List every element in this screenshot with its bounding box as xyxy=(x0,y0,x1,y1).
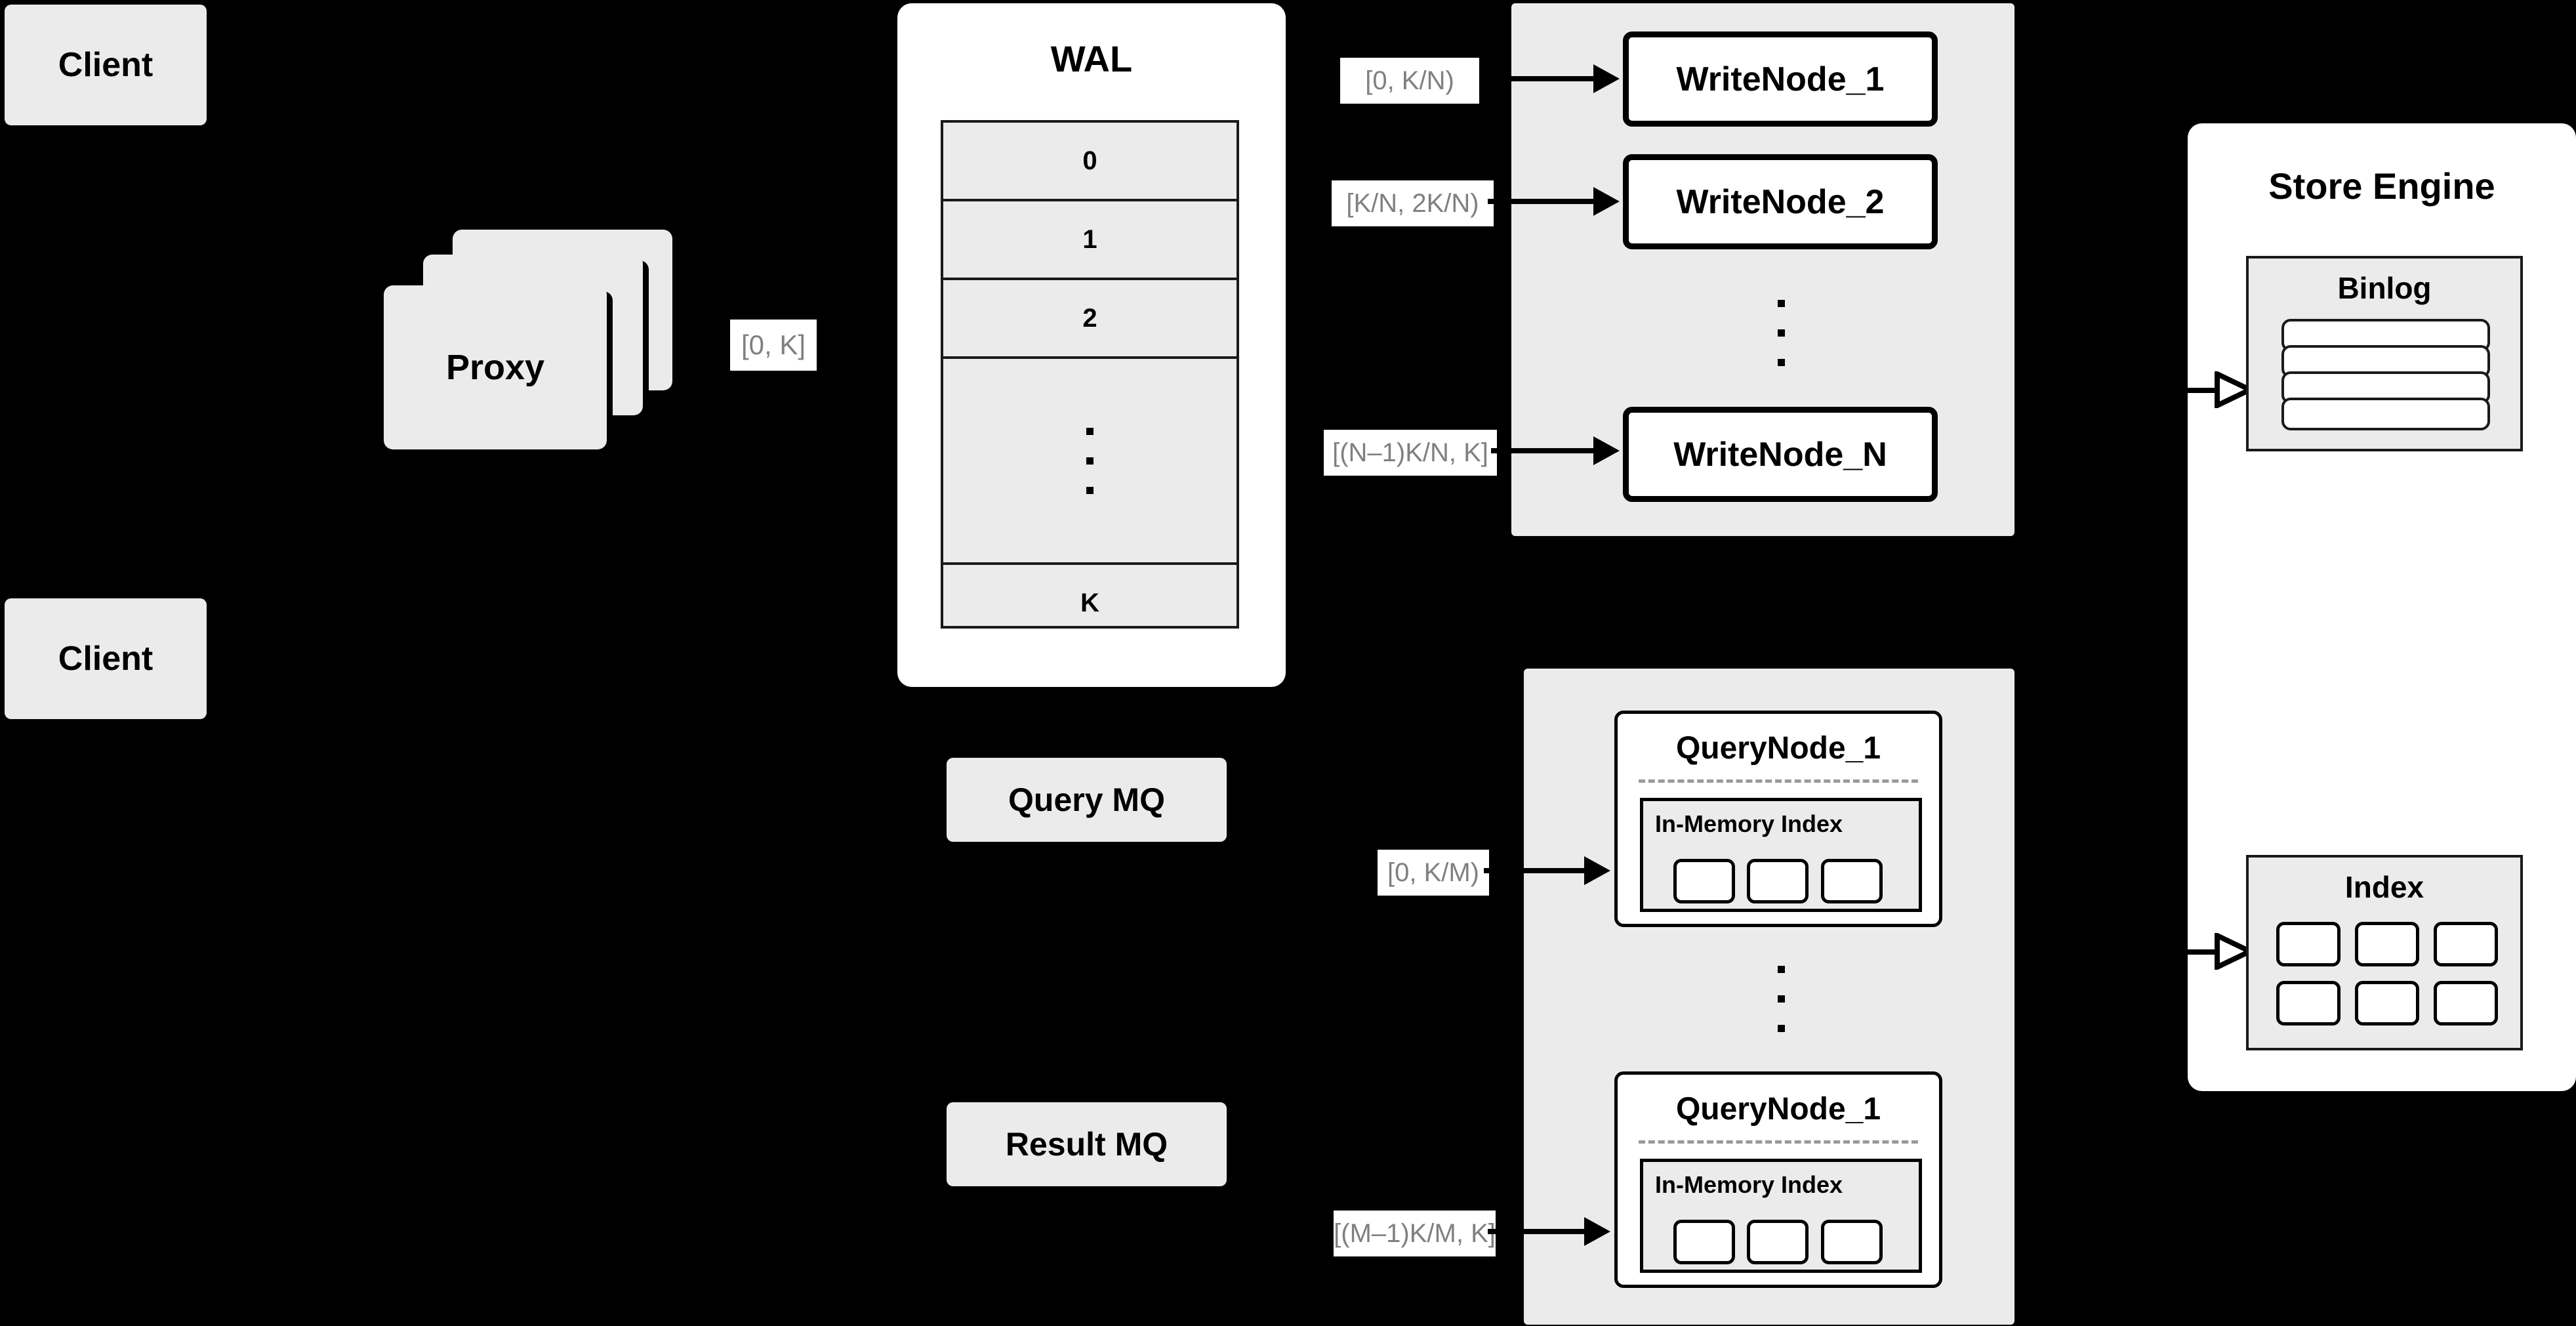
query-node-2-arrow-line xyxy=(1488,1229,1585,1234)
wal-row: 2 xyxy=(943,280,1237,359)
query-node-2-label: QueryNode_1 xyxy=(1675,1092,1881,1127)
write-node-1-label: WriteNode_1 xyxy=(1676,60,1885,98)
index-title: Index xyxy=(2344,870,2424,904)
write-node-2-arrow-head xyxy=(1593,187,1620,216)
wal-row: K xyxy=(1080,589,1099,617)
client-label-2: Client xyxy=(58,639,153,678)
query-node-2: QueryNode_1 In-Memory Index xyxy=(1614,1071,1942,1288)
write-node-2-range-label: [K/N, 2K/N) xyxy=(1332,180,1494,226)
query-node-1: QueryNode_1 In-Memory Index xyxy=(1614,711,1942,927)
proxy-label: Proxy xyxy=(445,347,545,387)
write-node-n-arrow-head xyxy=(1593,436,1620,465)
write-node-2-label: WriteNode_2 xyxy=(1676,182,1885,221)
write-node-n-arrow-line xyxy=(1491,448,1595,453)
query-node-1-arrow-head xyxy=(1584,856,1610,885)
proxy-out-range-label: [0, K] xyxy=(730,320,817,371)
binlog-title: Binlog xyxy=(2337,271,2432,305)
proxy-card-front: Proxy xyxy=(384,285,607,449)
write-node-n: WriteNode_N xyxy=(1623,407,1938,502)
query-node-2-in-memory-index-title: In-Memory Index xyxy=(1655,1171,1843,1198)
query-node-2-arrow-head xyxy=(1584,1217,1610,1246)
store-index-cell xyxy=(2434,922,2498,966)
write-node-1-range-label: [0, K/N) xyxy=(1340,58,1479,104)
write-node-1-arrow-line xyxy=(1480,76,1595,81)
result-mq-label: Result MQ xyxy=(1005,1125,1168,1163)
write-cluster-ellipsis xyxy=(1742,272,1820,394)
client-label-1: Client xyxy=(58,45,153,84)
wal-title: WAL xyxy=(1050,37,1133,79)
store-index-cell xyxy=(2434,981,2498,1026)
binlog-arrow-line xyxy=(2184,388,2218,393)
binlog-arrow-head xyxy=(2215,371,2253,408)
wal-row-ellipsis xyxy=(943,359,1237,565)
index-cell xyxy=(1821,1220,1883,1264)
query-node-2-divider xyxy=(1639,1140,1918,1144)
write-node-1: WriteNode_1 xyxy=(1623,31,1938,127)
result-mq-box: Result MQ xyxy=(947,1102,1227,1186)
index-cell xyxy=(1821,859,1883,903)
store-index-cell xyxy=(2355,981,2419,1026)
client-box-1: Client xyxy=(5,5,207,125)
query-node-1-range-label: [0, K/M) xyxy=(1378,850,1489,896)
index-cell xyxy=(1747,1220,1809,1264)
query-mq-label: Query MQ xyxy=(1008,781,1165,818)
index-cell xyxy=(1673,1220,1735,1264)
wal-row: 1 xyxy=(943,201,1237,280)
index-panel: Index xyxy=(2246,855,2523,1050)
index-cell xyxy=(1673,859,1735,903)
write-node-2: WriteNode_2 xyxy=(1623,154,1938,249)
write-node-n-label: WriteNode_N xyxy=(1673,435,1887,474)
query-node-1-divider xyxy=(1639,779,1918,783)
store-index-cell xyxy=(2276,922,2341,966)
index-arrow-head xyxy=(2215,933,2253,970)
wal-table: 0 1 2 K xyxy=(941,120,1239,629)
write-node-n-range-label: [(N–1)K/N, K] xyxy=(1324,430,1497,476)
write-node-1-arrow-head xyxy=(1593,64,1620,93)
store-index-cell xyxy=(2276,981,2341,1026)
query-node-2-range-label: [(M–1)K/M, K] xyxy=(1334,1211,1496,1256)
query-node-1-label: QueryNode_1 xyxy=(1675,731,1881,766)
index-arrow-line xyxy=(2184,949,2218,955)
binlog-panel: Binlog xyxy=(2246,256,2523,451)
binlog-bar xyxy=(2281,398,2490,430)
wal-row: 0 xyxy=(943,123,1237,201)
query-cluster-ellipsis xyxy=(1742,938,1820,1060)
index-cell xyxy=(1747,859,1809,903)
store-engine-title: Store Engine xyxy=(2268,165,2495,207)
write-node-2-arrow-line xyxy=(1488,199,1595,204)
store-index-cell xyxy=(2355,922,2419,966)
query-node-1-in-memory-index: In-Memory Index xyxy=(1640,798,1922,912)
query-node-2-in-memory-index: In-Memory Index xyxy=(1640,1159,1922,1273)
query-mq-box: Query MQ xyxy=(947,758,1227,842)
query-node-1-arrow-line xyxy=(1484,868,1585,873)
client-box-2: Client xyxy=(5,598,207,719)
query-node-1-in-memory-index-title: In-Memory Index xyxy=(1655,810,1843,837)
